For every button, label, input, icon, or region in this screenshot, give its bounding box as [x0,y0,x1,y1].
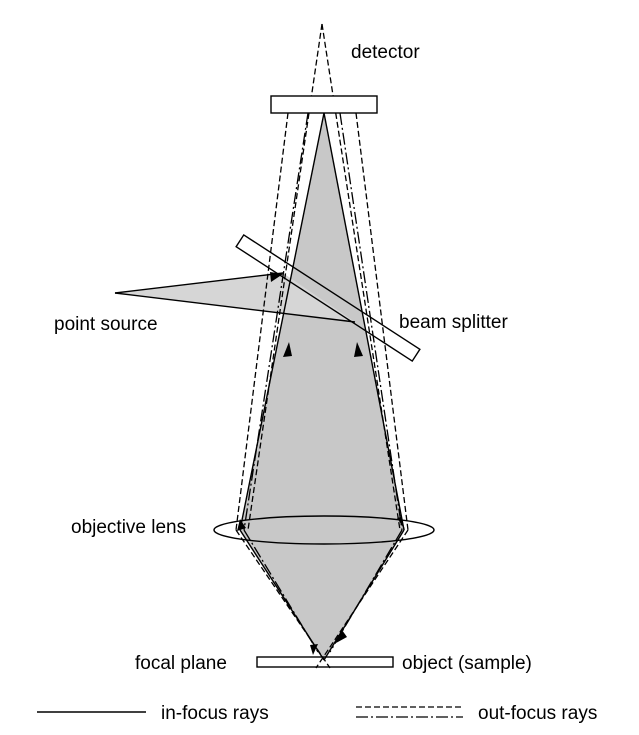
point-source-label: point source [54,314,158,335]
objective-lens-label: objective lens [71,517,186,538]
object-label: object (sample) [402,653,532,674]
detector [270,95,378,114]
out-focus-rays-dashdot [243,112,403,653]
detector-label: detector [351,42,420,63]
legend: in-focus rays out-focus rays [37,703,597,724]
objective-lens [213,515,435,545]
beam-splitter [235,233,421,363]
focusing-light-cone [240,530,404,660]
focal-plane-label: focal plane [135,653,227,674]
legend-in-focus-label: in-focus rays [161,703,269,724]
legend-out-focus-label: out-focus rays [478,703,597,724]
object-sample [256,656,394,668]
return-light-cone [240,113,404,530]
beam-splitter-label: beam splitter [399,312,508,333]
